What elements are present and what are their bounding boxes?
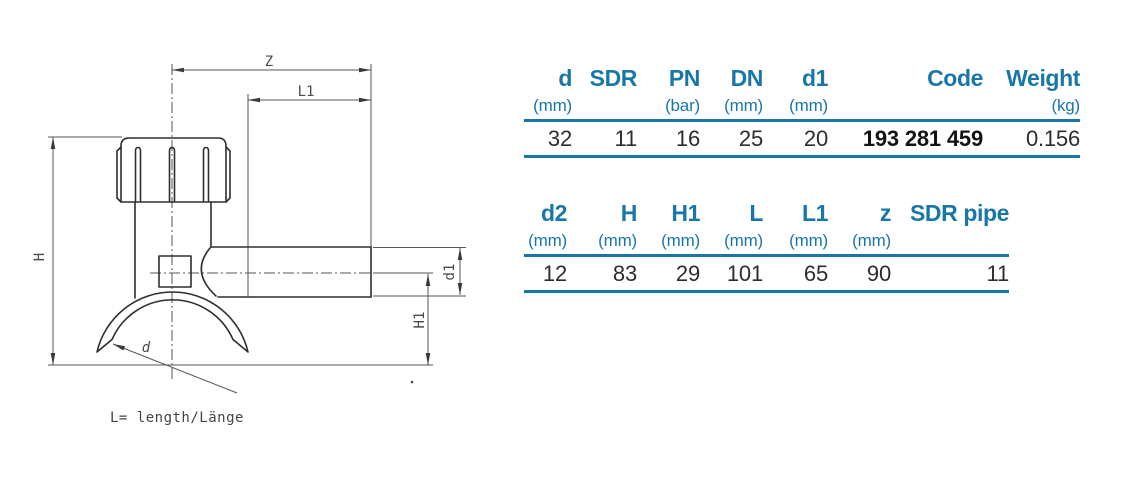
arrow-h-top [50,137,56,149]
spec-table-main-header-row: d SDR PN DN d1 Code Weight [524,64,1080,92]
dim-h-label: H [32,253,48,261]
header-l1: L1 [801,200,828,226]
spec-table-dimensions: d2 H H1 L L1 z SDR pipe (mm) (mm) (mm) (… [524,199,1009,293]
value-h: 83 [612,260,637,286]
arrow-l1-left [248,97,260,103]
unit-code [828,116,983,119]
spec-table-dimensions-values-row: 12 83 29 101 65 90 11 [524,257,1009,293]
dim-d-label: d [142,340,151,356]
cap-rib-2 [168,146,176,202]
drawing-dot [410,380,414,384]
unit-z: (mm) [852,231,891,250]
arrow-h1-bottom [425,353,431,365]
value-l1: 65 [803,260,828,286]
value-weight: 0.156 [1025,125,1080,151]
header-d: d [558,65,572,91]
unit-dn: (mm) [724,96,763,115]
unit-l1: (mm) [789,231,828,250]
unit-sdr [572,116,637,119]
header-h1: H1 [671,200,700,226]
technical-drawing: Z L1 H H1 d1 d L= length/Länge [32,54,466,426]
arrow-d1-bottom [457,283,463,295]
unit-weight: (kg) [1051,96,1081,115]
body-blend-curve [200,247,217,297]
value-d2: 12 [542,260,567,286]
spec-table-main: d SDR PN DN d1 Code Weight (mm) (bar) (m… [524,64,1080,158]
value-l: 101 [726,260,763,286]
spec-table-dimensions-units-row: (mm) (mm) (mm) (mm) (mm) (mm) [524,227,1009,257]
unit-h: (mm) [598,231,637,250]
value-d: 32 [547,125,572,151]
value-dn: 25 [738,125,763,151]
dim-d1-label: d1 [442,264,458,281]
header-weight: Weight [1006,65,1080,91]
arrow-z-left [172,67,184,73]
header-d2: d2 [540,200,567,226]
arrow-d-leader [113,344,126,351]
header-pn: PN [668,65,701,91]
header-l: L [749,200,763,226]
header-h: H [620,200,638,226]
header-sdr: SDR [589,65,638,91]
cap-rib-1 [134,146,142,202]
unit-d1: (mm) [789,96,828,115]
value-sdr-pipe: 11 [986,260,1010,286]
cap-side-edges [120,146,227,203]
dim-z-label: Z [265,54,273,70]
spec-table-dimensions-header-row: d2 H H1 L L1 z SDR pipe [524,199,1009,227]
header-sdr-pipe: SDR pipe [909,200,1009,226]
dim-l1-label: L1 [298,84,315,100]
unit-sdr-pipe [891,251,1009,254]
value-code: 193 281 459 [862,125,983,151]
arrow-h-bottom [50,353,56,365]
unit-d2: (mm) [528,231,567,250]
header-d1: d1 [801,65,828,91]
value-sdr: 11 [614,125,638,151]
unit-l: (mm) [724,231,763,250]
fusion-indicator [158,255,192,288]
arrow-z-right [359,67,371,73]
arrow-h1-top [425,274,431,286]
header-code: Code [927,65,983,91]
arrow-d1-top [457,248,463,260]
value-h1: 29 [675,260,700,286]
value-d1: 20 [803,125,828,151]
unit-d: (mm) [533,96,572,115]
arrow-l1-right [359,97,371,103]
value-z: 90 [866,260,891,286]
saddle-band [96,291,249,353]
drawing-caption: L= length/Länge [110,410,244,426]
spec-table-main-values-row: 32 11 16 25 20 193 281 459 0.156 [524,122,1080,158]
unit-h1: (mm) [661,231,700,250]
header-z: z [879,200,892,226]
header-dn: DN [730,65,764,91]
cap-outline [116,137,231,203]
d-leader-line [112,343,238,394]
value-pn: 16 [675,125,700,151]
cap-rib-3 [202,146,210,202]
spec-table-main-units-row: (mm) (bar) (mm) (mm) (kg) [524,92,1080,122]
unit-pn: (bar) [665,96,700,115]
dim-h1-label: H1 [412,312,428,329]
